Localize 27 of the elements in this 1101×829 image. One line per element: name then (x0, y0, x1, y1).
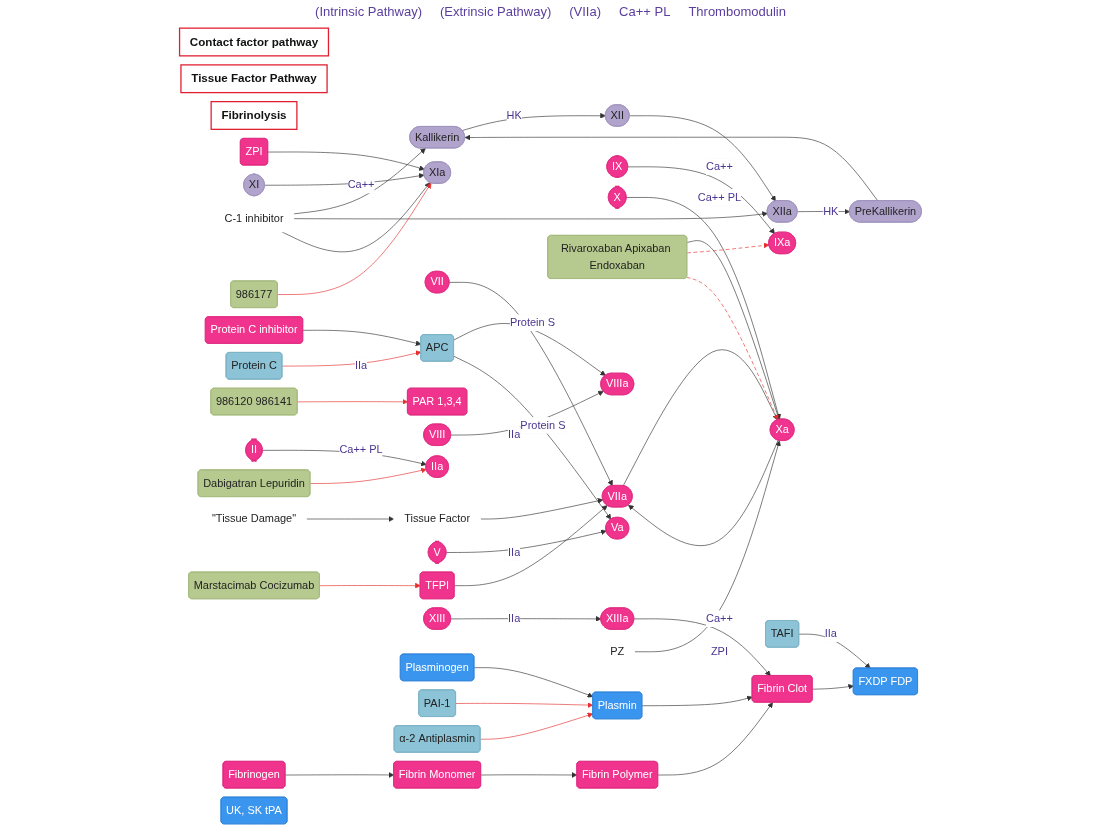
edge-label: Ca++ (706, 612, 733, 625)
edge-label: HK (823, 205, 839, 218)
note-text: Ca++ PL (619, 4, 671, 19)
node-box: Tissue Factor Pathway (180, 64, 328, 94)
note-text: Thrombomodulin (688, 4, 786, 19)
note-text: (VIIa) (569, 4, 602, 19)
edge-label: Protein S (509, 316, 555, 329)
node-box: Contact factor pathway (178, 27, 330, 57)
edge-label: IIa (354, 359, 368, 372)
note-text: (Intrinsic Pathway) (315, 4, 422, 19)
node-text: "Tissue Damage" (211, 512, 297, 525)
node-box: Fibrinolysis (210, 101, 298, 130)
node-text: Tissue Factor (404, 512, 471, 525)
edge-label: Protein S (520, 419, 566, 432)
edge-label: Ca++ PL (697, 190, 742, 204)
node-text: PZ (610, 645, 625, 658)
node-text: C-1 inhibitor (224, 212, 284, 225)
edge-label: IIa (824, 627, 837, 640)
edge-label: Ca++ PL (339, 443, 383, 457)
edge-label: HK (506, 109, 522, 122)
edge-label: IIa (508, 428, 521, 441)
edge-label: IIa (508, 545, 521, 559)
edge-label: ZPI (710, 645, 728, 658)
note-text: (Extrinsic Pathway) (440, 4, 552, 19)
edge-label: Ca++ (706, 160, 733, 173)
edge-label: IIa (508, 612, 521, 625)
edge-label: Ca++ (347, 178, 375, 191)
